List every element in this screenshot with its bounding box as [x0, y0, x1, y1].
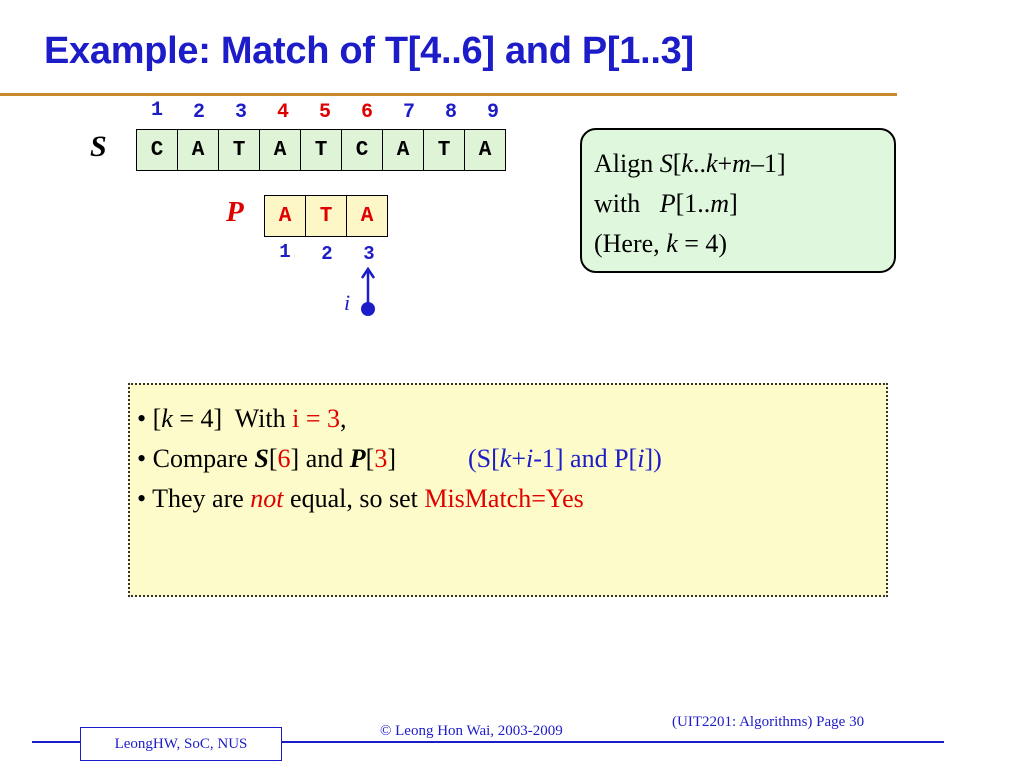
p-index-1: 1 — [279, 241, 291, 263]
info-line-3: • They are not equal, so set MisMatch=Ye… — [137, 484, 584, 513]
s-cell: A — [382, 129, 424, 171]
s-index-7: 7 — [402, 101, 415, 124]
s-index-3: 3 — [234, 101, 247, 124]
p-label: P — [226, 196, 244, 228]
s-cell: T — [423, 129, 465, 171]
pointer-label: i — [344, 290, 351, 315]
s-index-4: 4 — [276, 101, 289, 124]
alignment-callout: Align S[k..k+m–1] with P[1..m] (Here, k … — [580, 128, 896, 273]
s-cell: A — [259, 129, 301, 171]
s-index-9: 9 — [486, 101, 499, 124]
s-cell: A — [177, 129, 219, 171]
s-index-1: 1 — [150, 99, 163, 122]
s-label: S — [90, 130, 107, 163]
footer-divider — [32, 741, 944, 743]
s-cell: T — [218, 129, 260, 171]
p-index-3: 3 — [363, 243, 375, 265]
title-divider — [0, 93, 897, 96]
align-line-1: Align S[k..k+m–1] — [594, 149, 786, 178]
step-info-box: • [k = 4] With i = 3, • Compare S[6] and… — [128, 383, 888, 597]
footer-copyright: © Leong Hon Wai, 2003-2009 — [380, 723, 563, 739]
p-cell: T — [305, 195, 347, 237]
s-index-2: 2 — [192, 101, 205, 124]
align-line-3: (Here, k = 4) — [594, 229, 728, 258]
footer-author: LeongHW, SoC, NUS — [80, 727, 282, 761]
p-cell: A — [346, 195, 388, 237]
s-cell: C — [341, 129, 383, 171]
s-index-5: 5 — [318, 101, 331, 124]
p-cell: A — [264, 195, 306, 237]
footer-page-number: (UIT2201: Algorithms) Page 30 — [672, 714, 865, 730]
s-cell: A — [464, 129, 506, 171]
s-index-6: 6 — [360, 101, 373, 124]
p-index-2: 2 — [321, 243, 333, 265]
s-index-8: 8 — [444, 101, 457, 124]
s-cell: C — [136, 129, 178, 171]
s-array: C A T A T C A T A — [136, 129, 506, 171]
slide-title: Example: Match of T[4..6] and P[1..3] — [44, 30, 694, 72]
p-array: A T A — [264, 195, 388, 237]
align-line-2: with P[1..m] — [594, 189, 738, 218]
s-cell: T — [300, 129, 342, 171]
info-line-1: • [k = 4] With i = 3, — [137, 404, 347, 433]
info-line-2: • Compare S[6] and P[3](S[k+i-1] and P[i… — [137, 444, 662, 473]
pointer-arrow-icon — [360, 266, 376, 316]
